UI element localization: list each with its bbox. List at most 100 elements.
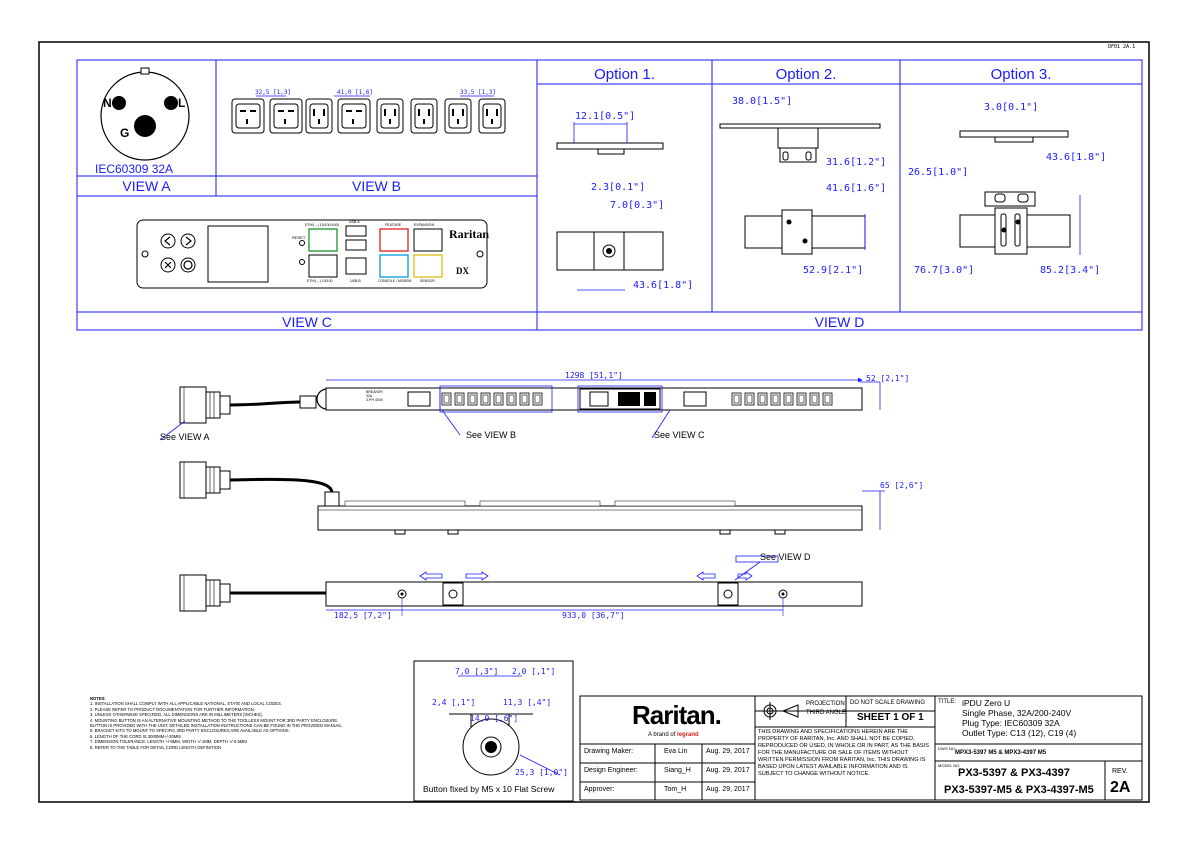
mini-outlet (822, 392, 833, 406)
title-line: Single Phase, 32A/200-240V (962, 708, 1072, 718)
note-item: 8. REFER TO THE TABLE FOR DETAIL CORD LE… (90, 744, 222, 750)
panel-usb-b-label: USB-B (350, 279, 361, 283)
model-label: MODEL NO. (938, 763, 961, 768)
dim-depth: 65 [2,6"] (880, 481, 924, 490)
mini-outlet (467, 392, 478, 406)
dim-o1-a: 2.3[0.1"] (591, 182, 646, 193)
row-name: Tom_H (664, 786, 687, 793)
mini-outlet (783, 392, 794, 406)
strip-label-line3: 3-PH 400V (366, 398, 384, 402)
view-d-label: VIEW D (814, 314, 865, 330)
dim-b2: 41,0 [1,6] (337, 89, 374, 96)
note-item: 2. PLEASE REFER TO PRODUCT DOCUMENTATION… (90, 706, 255, 712)
sheet-code: DF01 2A.1 (1108, 44, 1136, 50)
disclaimer: THIS DRAWING AND SPECIFICATIONS HEREIN A… (758, 729, 929, 777)
row-role: Approver: (584, 786, 615, 793)
dim-o3-c: 76.7[3.0"] (914, 265, 975, 276)
brand-sub-text: A brand of (648, 732, 676, 738)
model-number-2: PX3-5397-M5 & PX3-4397-M5 (944, 784, 1094, 796)
pdu-back-elevation (179, 571, 863, 616)
dim-mount-left: 182,5 [7,2"] (334, 611, 392, 620)
dim-width: 52 [2,1"] (866, 374, 910, 383)
option3-title: Option 3. (990, 66, 1052, 83)
note-item: 1. INSTALLATION SHALL COMPLY WITH ALL AP… (90, 701, 282, 707)
dim-o2-a: 31.6[1.2"] (826, 157, 887, 168)
dim-o3-d: 85.2[3.4"] (1040, 265, 1101, 276)
dim-btn-d: 11,3 [,4"] (503, 698, 552, 707)
row-name: Siang_H (664, 767, 691, 774)
panel-reset-label: RESET (292, 235, 306, 240)
panel-expansion-label: EXPANSION (414, 223, 435, 227)
dim-b1: 32,5 [1,3] (255, 89, 292, 96)
row-role: Design Engineer: (584, 767, 638, 774)
dim-o3-top: 3.0[0.1"] (984, 102, 1039, 113)
outlet-strip-view-b (231, 95, 506, 134)
dim-btn-f: 25,3 [1,0"] (515, 768, 568, 777)
panel-dx: DX (456, 266, 469, 276)
projection-line1: PROJECTION (806, 701, 845, 707)
pin-g-label: G (120, 126, 130, 140)
rev-label: REV. (1112, 768, 1128, 775)
pdu-side-elevation (179, 461, 885, 535)
option2-title: Option 2. (775, 66, 837, 83)
view-a-label: VIEW A (122, 178, 171, 194)
mini-outlet (441, 392, 452, 406)
dim-o2-c: 52.9[2.1"] (803, 265, 864, 276)
notes-block: NOTES: 1. INSTALLATION SHALL COMPLY WITH… (90, 696, 420, 750)
mini-outlet (796, 392, 807, 406)
dwg-label: DWG NO. (938, 746, 956, 751)
note-item: 3. UNLESS OTHERWISE SPECIFIED, ALL DIMEN… (90, 712, 263, 718)
dim-length: 1298 [51,1"] (565, 371, 623, 380)
dim-btn-c: 2,4 [,1"] (432, 698, 476, 707)
strip-label: BREAKER 32A 3-PH 400V (366, 390, 383, 402)
dim-btn-e: 14,0 [,6"] (470, 714, 519, 723)
dim-o3-a: 43.6[1.8"] (1046, 152, 1107, 163)
panel-sensor-label: SENSOR (420, 279, 435, 283)
panel-eth2-label: ETH/(→) 10/100 (307, 279, 333, 283)
panel-brand: Raritan (449, 227, 489, 241)
controller-panel (136, 219, 488, 289)
note-item: 6. LENGTH OF THE CORD IS 3000MM+/-30MM (90, 733, 181, 739)
mini-outlet (480, 392, 491, 406)
mini-outlet (532, 392, 543, 406)
panel-feature-label: FEATURE (385, 223, 402, 227)
see-view-a: See VIEW A (160, 432, 210, 442)
dim-o3-b: 26.5[1.0"] (908, 167, 969, 178)
mini-outlet (454, 392, 465, 406)
mini-outlet (731, 392, 742, 406)
sheet-number: SHEET 1 OF 1 (857, 712, 924, 723)
mini-outlet (770, 392, 781, 406)
pin-l-label: L (178, 96, 186, 110)
panel-console-label: CONSOLE / MODEM (378, 279, 412, 283)
view-b-label: VIEW B (351, 178, 401, 194)
view-c-label: VIEW C (282, 314, 332, 330)
dim-b3: 33,5 [1,3] (460, 89, 497, 96)
dim-o2-top: 38.0[1.5"] (732, 96, 793, 107)
option1-title: Option 1. (594, 66, 655, 83)
projection-line2: THIRD ANGLE (806, 710, 847, 716)
button-detail (413, 660, 574, 802)
title-block-grid (579, 695, 1143, 801)
title-lines: iPDU Zero U Single Phase, 32A/200-240V P… (962, 698, 1076, 738)
brand-sub-legrand: legrand (677, 732, 699, 738)
dim-btn-b: 2,0 [,1"] (512, 667, 556, 676)
brand-sub: A brand of legrand (648, 732, 699, 738)
plug-face (100, 67, 190, 161)
title-line: iPDU Zero U (962, 698, 1011, 708)
mini-outlet (809, 392, 820, 406)
row-name: Eva Lin (664, 748, 688, 755)
strip-label-line1: BREAKER (366, 390, 383, 394)
dim-o1-top: 12.1[0.5"] (575, 111, 636, 122)
dim-btn-a: 7,0 [,3"] (455, 667, 499, 676)
do-not-scale: DO NOT SCALE DRAWING (850, 700, 926, 706)
title-line: Plug Type: IEC60309 32A (962, 718, 1060, 728)
brand-logo: Raritan. (632, 700, 722, 730)
dim-mount-span: 933,0 [36,7"] (562, 611, 625, 620)
mini-outlet (493, 392, 504, 406)
see-view-d: See VIEW D (760, 552, 811, 562)
strip-label-line2: 32A (366, 394, 373, 398)
notes-title: NOTES: (90, 696, 106, 701)
dim-o1-c: 43.6[1.8"] (633, 280, 694, 291)
row-date: Aug. 29, 2017 (706, 786, 750, 793)
